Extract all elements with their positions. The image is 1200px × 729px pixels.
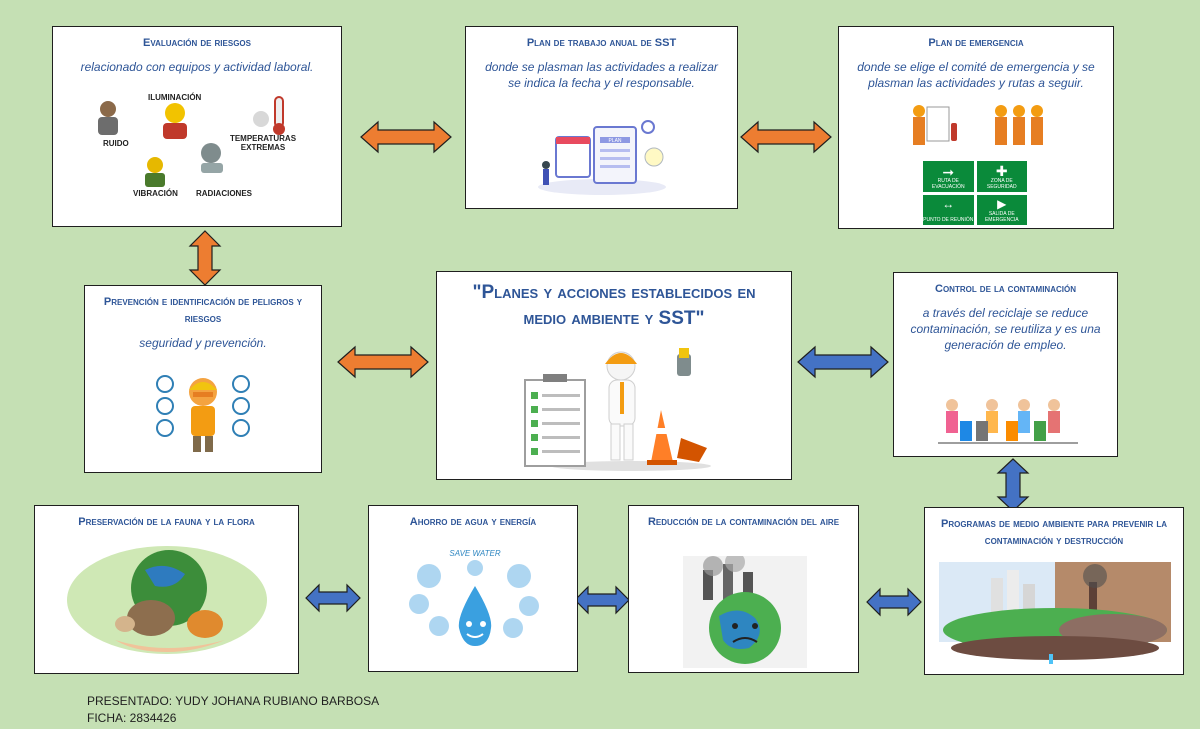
plan-emergencia-title: Plan de emergencia [928, 37, 1024, 49]
preservacion-box: Preservación de la fauna y la flora [34, 505, 299, 674]
prevencion-desc: seguridad y prevención. [139, 336, 267, 350]
recycling-kids-illustration [938, 399, 1078, 444]
evaluacion-riesgos-box: Evaluación de riesgos relacionado con eq… [52, 26, 342, 227]
sign-zona-seguridad: ✚ ZONA DE SEGURIDAD [976, 161, 1027, 192]
arrow-central-control [797, 345, 889, 379]
ahorro-box: Ahorro de agua y energía SAVE WATER [368, 505, 578, 672]
central-box: "Planes y acciones establecidos en medio… [436, 271, 792, 480]
sign-salida-emergencia: ▶ SALIDA DE EMERGENCIA [976, 194, 1027, 225]
arrow-reduccion-programas [866, 587, 922, 617]
programas-title: Programas de medio ambiente para preveni… [941, 518, 1167, 547]
label-iluminacion: ILUMINACIÓN [148, 93, 202, 102]
save-water-illustration: SAVE WATER [409, 549, 539, 646]
plan-label: PLAN [608, 138, 621, 144]
sign-ruta-evacuacion: ➞ RUTA DE EVACUACIÓN [923, 161, 974, 192]
arrow-ahorro-reduccion [574, 585, 630, 615]
label-radiaciones: RADIACIONES [196, 189, 253, 198]
control-desc: a través del reciclaje se reduce contami… [910, 306, 1101, 352]
prevencion-title: Prevención e identificación de peligros … [103, 296, 303, 325]
arrow-plan-trabajo-emergencia [740, 120, 832, 154]
programas-box: Programas de medio ambiente para preveni… [924, 507, 1184, 675]
environment-programs-illustration [939, 562, 1171, 664]
label-ruido: RUIDO [103, 139, 129, 148]
prevencion-box: Prevención e identificación de peligros … [84, 285, 322, 473]
control-box: Control de la contaminación a través del… [893, 272, 1118, 457]
preservacion-title: Preservación de la fauna y la flora [78, 516, 255, 528]
control-title: Control de la contaminación [935, 283, 1076, 295]
footer-ficha: FICHA: 2834426 [87, 711, 177, 725]
arrow-prevencion-central [337, 345, 429, 379]
arrow-evaluacion-plan-trabajo [360, 120, 452, 154]
label-temperaturas: TEMPERATURAS EXTREMAS [229, 134, 297, 152]
risk-icons-illustration [98, 96, 285, 187]
plan-trabajo-desc: donde se plasman las actividades a reali… [485, 60, 718, 90]
central-title: "Planes y acciones establecidos en medio… [472, 282, 756, 329]
ppe-worker-illustration [156, 375, 250, 452]
arrow-preservacion-ahorro [305, 583, 361, 613]
plan-trabajo-box: Plan de trabajo anual de SST donde se pl… [465, 26, 738, 209]
save-water-text: SAVE WATER [449, 549, 500, 558]
emergency-signs: ➞ RUTA DE EVACUACIÓN ✚ ZONA DE SEGURIDAD… [923, 161, 1027, 225]
plan-trabajo-title: Plan de trabajo anual de SST [526, 37, 677, 49]
plan-emergencia-desc: donde se elige el comité de emergencia y… [857, 60, 1095, 90]
arrow-control-programas [996, 458, 1030, 512]
footer-presented: PRESENTADO: YUDY JOHANA RUBIANO BARBOSA [87, 694, 380, 708]
label-vibracion: VIBRACIÓN [133, 189, 178, 198]
sign-punto-reunion: ↔ PUNTO DE REUNIÓN [923, 194, 974, 225]
fauna-flora-illustration [67, 546, 267, 654]
evaluacion-riesgos-desc: relacionado con equipos y actividad labo… [80, 60, 314, 74]
arrow-evaluacion-prevencion [188, 230, 222, 286]
planning-illustration: PLAN [538, 120, 666, 195]
plan-emergencia-box: Plan de emergencia donde se elige el com… [838, 26, 1114, 229]
reduccion-box: Reducción de la contaminación del aire [628, 505, 859, 673]
reduccion-title: Reducción de la contaminación del aire [647, 516, 840, 528]
emergency-team-illustration [913, 105, 1043, 145]
ahorro-title: Ahorro de agua y energía [409, 516, 537, 528]
evaluacion-riesgos-title: Evaluación de riesgos [143, 37, 251, 49]
safety-clipboard-illustration [524, 348, 711, 471]
polluted-earth-illustration [683, 556, 807, 668]
